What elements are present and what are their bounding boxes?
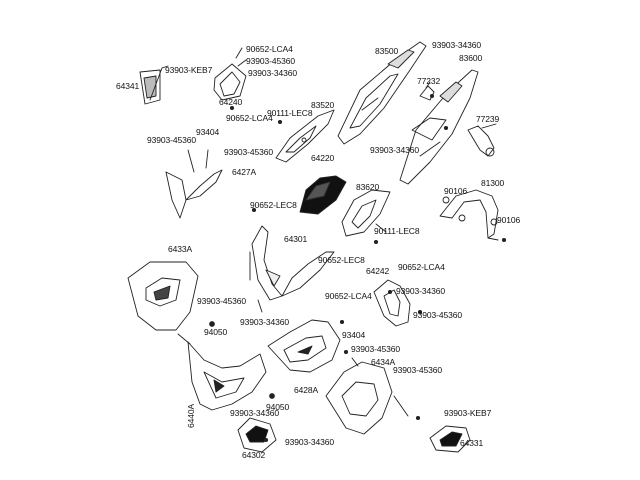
label-94050-b: 94050 (266, 402, 290, 412)
label-90652-lec8: 90652-LEC8 (250, 200, 297, 210)
label-90652-lca4-b: 90652-LCA4 (226, 113, 273, 123)
label-64220: 64220 (311, 153, 335, 163)
label-90106-b: 90106 (497, 215, 521, 225)
part-64301 (249, 225, 335, 313)
label-93903-45360-b: 93903-45360 (147, 135, 197, 145)
label-93903-34360-c: 93903-34360 (370, 145, 420, 155)
part-64331 (429, 425, 471, 453)
label-6440a: 6440A (186, 403, 196, 428)
label-90111-lec8-b: 90111-LEC8 (374, 226, 420, 236)
label-93903-45360-e: 93903-45360 (413, 310, 463, 320)
label-83520: 83520 (311, 100, 335, 110)
label-64331: 64331 (460, 438, 484, 448)
label-93404-a: 93404 (196, 127, 220, 137)
label-83620: 83620 (356, 182, 380, 192)
part-64220 (299, 175, 347, 215)
label-93903-34360-d: 93903-34360 (396, 286, 446, 296)
part-83500 (337, 41, 427, 145)
part-83600 (399, 69, 479, 185)
part-64240 (213, 47, 247, 101)
part-6433a (127, 261, 199, 331)
part-83620 (341, 189, 391, 237)
label-64240: 64240 (219, 97, 243, 107)
part-6434a (325, 357, 409, 435)
label-93903-45360-d: 93903-45360 (197, 296, 247, 306)
label-83600: 83600 (459, 53, 483, 63)
label-90652-lca4-c: 90652-LCA4 (398, 262, 445, 272)
label-64301: 64301 (284, 234, 308, 244)
label-64341: 64341 (116, 81, 140, 91)
label-6427a: 6427A (232, 167, 257, 177)
label-93903-34360-f: 93903-34360 (230, 408, 280, 418)
label-93903-45360-c: 93903-45360 (224, 147, 274, 157)
fastener-screws (209, 93, 507, 443)
label-93903-keb7-tl: 93903-KEB7 (165, 65, 213, 75)
part-81300 (439, 189, 499, 241)
label-93903-34360-e: 93903-34360 (240, 317, 290, 327)
label-90106-a: 90106 (444, 186, 468, 196)
part-6428a (267, 319, 341, 373)
part-6427a (165, 149, 223, 219)
label-93903-45360-f: 93903-45360 (351, 344, 401, 354)
label-93903-45360-g: 93903-45360 (393, 365, 443, 375)
label-81300: 81300 (481, 178, 505, 188)
label-90111-lec8-a: 90111-LEC8 (267, 108, 313, 118)
label-64302: 64302 (242, 450, 266, 460)
part-64341 (139, 65, 169, 105)
label-93903-34360-g: 93903-34360 (285, 437, 335, 447)
part-77239 (467, 123, 497, 157)
part-83520 (275, 109, 335, 163)
label-83500: 83500 (375, 46, 399, 56)
label-90652-lec8-b: 90652-LEC8 (318, 255, 365, 265)
label-6434a: 6434A (371, 357, 396, 367)
part-6440a (177, 333, 267, 411)
label-6433a: 6433A (168, 244, 193, 254)
label-93903-45360-a: 93903-45360 (246, 56, 296, 66)
label-93903-34360-b: 93903-34360 (432, 40, 482, 50)
label-64242: 64242 (366, 266, 390, 276)
label-94050-a: 94050 (204, 327, 228, 337)
part-64242 (373, 279, 411, 327)
label-77232: 77232 (417, 76, 441, 86)
label-90652-lca4-a: 90652-LCA4 (246, 44, 293, 54)
label-93903-34360-a: 93903-34360 (248, 68, 298, 78)
label-77239: 77239 (476, 114, 500, 124)
label-93903-keb7-br: 93903-KEB7 (444, 408, 492, 418)
label-93404-b: 93404 (342, 330, 366, 340)
part-64302 (237, 417, 277, 453)
label-90652-lca4-d: 90652-LCA4 (325, 291, 372, 301)
label-6428a: 6428A (294, 385, 319, 395)
